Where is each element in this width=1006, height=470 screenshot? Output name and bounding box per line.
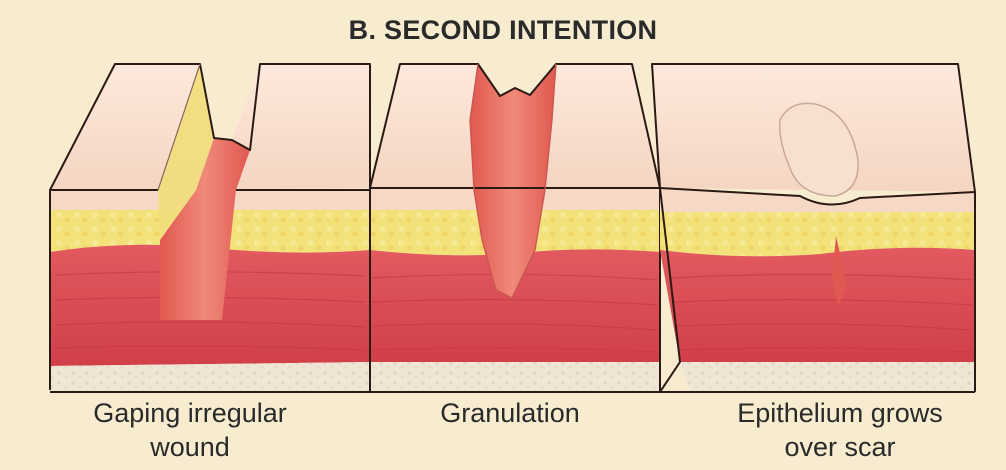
caption-line: over scar bbox=[690, 430, 990, 464]
caption-line: Granulation bbox=[360, 396, 660, 430]
panel-granulation bbox=[370, 64, 660, 392]
caption-line: wound bbox=[40, 430, 340, 464]
bone-layer bbox=[50, 362, 370, 392]
caption-gaping-wound: Gaping irregular wound bbox=[40, 396, 340, 464]
caption-epithelium: Epithelium grows over scar bbox=[690, 396, 990, 464]
caption-granulation: Granulation bbox=[360, 396, 660, 430]
panel-epithelium bbox=[652, 64, 975, 392]
caption-line: Gaping irregular bbox=[40, 396, 340, 430]
bone-layer bbox=[680, 362, 975, 392]
muscle-layer bbox=[660, 248, 975, 362]
bone-layer bbox=[370, 362, 660, 392]
caption-line: Epithelium grows bbox=[690, 396, 990, 430]
panel-gaping-wound bbox=[50, 64, 370, 392]
